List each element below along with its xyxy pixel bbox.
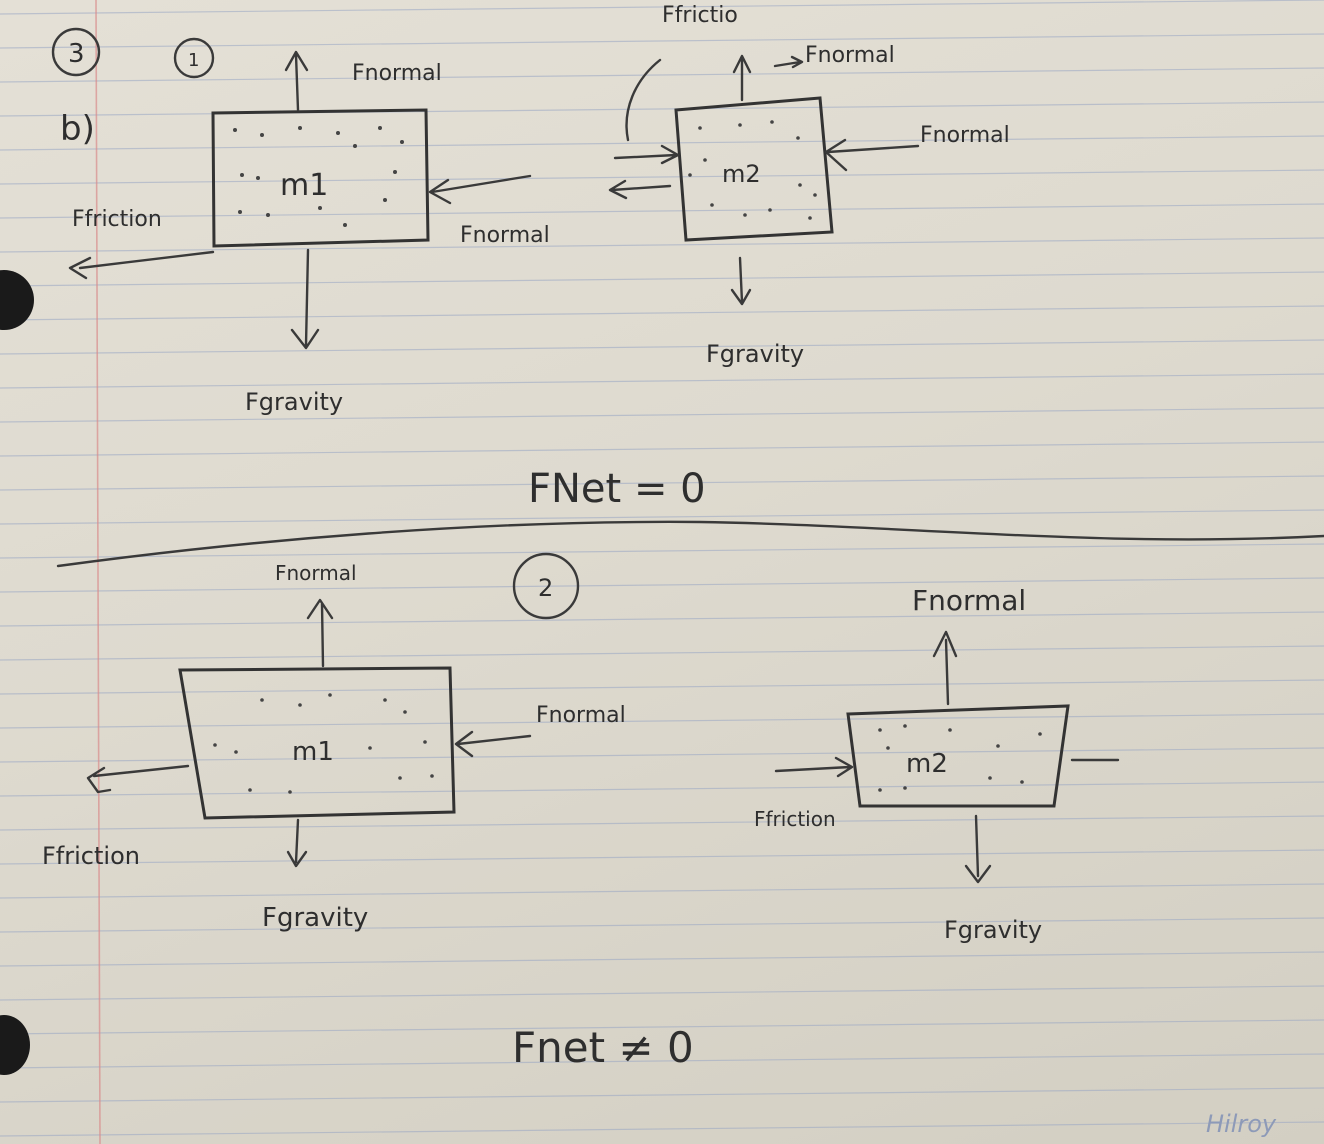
mass-label-m1: m1 [292,737,334,767]
label-friction: Ffriction [754,807,836,831]
rule-line [0,849,1324,865]
rule-line [0,0,1324,15]
arrow-normal-side [824,138,920,172]
margin-line [95,0,101,1144]
arrow-normal-side [428,174,532,205]
rule-line [0,1053,1324,1069]
case-1-result: FNet = 0 [528,466,706,512]
brand-watermark: Hilroy [1206,1110,1277,1138]
label-gravity: Fgravity [706,340,804,368]
rule-line [0,917,1324,933]
box-texture [213,693,434,794]
rule-line [0,781,1324,797]
case-1-m2-diagram: m2 Ffrictio Fnormal Fnormal Fgravity [608,3,1010,368]
label-normal-side: Fnormal [536,703,626,728]
label-gravity: Fgravity [944,916,1042,944]
rule-line [0,951,1324,967]
box-m2 [674,96,834,242]
rule-line [0,373,1324,389]
box-texture [688,120,817,220]
arrow-push-right [613,144,680,165]
arrow-gravity [290,248,320,350]
label-gravity: Fgravity [262,903,368,933]
label-normal-up: Fnormal [912,584,1026,617]
arrow-gravity [730,256,752,306]
rule-line [0,509,1324,525]
rule-line [0,815,1324,831]
section-divider [56,520,1324,568]
mass-label-m2: m2 [722,160,761,188]
label-gravity: Fgravity [245,388,343,416]
label-normal-side: Fnormal [920,123,1010,148]
rule-line [0,169,1324,185]
rule-line [0,475,1324,491]
problem-part: b) [60,109,95,149]
box-m2 [846,704,1070,808]
label-normal-up: Fnormal [275,561,357,585]
problem-number-circle [51,27,101,77]
rule-line [0,441,1324,457]
mass-label-m2: m2 [906,749,948,779]
box-texture [233,126,404,227]
arrow-normal-up [932,630,958,706]
rule-line [0,679,1324,695]
case-2-number-circle [512,552,580,620]
arrow-normal-up [732,54,804,102]
box-m1 [211,108,430,248]
label-normal-up: Fnormal [352,61,442,86]
rule-line [0,203,1324,219]
case-2-result: Fnet ≠ 0 [512,1023,694,1072]
problem-number: 3 [68,39,85,69]
binder-hole-bottom [0,1015,30,1075]
case-1-number-circle [173,37,215,79]
arrow-normal-side [454,730,532,758]
case-2-m1-diagram: m1 Fnormal Fnormal Ffriction Fgravity [42,561,626,933]
rule-line [0,33,1324,49]
arrow-normal-up [306,598,334,668]
rule-line [0,543,1324,559]
arrow-normal-up [284,50,309,112]
rule-line [0,645,1324,661]
case-2-number: 2 [538,574,553,602]
label-friction: Ffriction [72,207,162,232]
rule-line [0,577,1324,593]
rule-line [0,237,1324,253]
arrow-friction [774,756,854,778]
rule-line [0,611,1324,627]
rule-line [0,1087,1324,1103]
case-2-m2-diagram: m2 Fnormal Ffriction Fgravity [754,584,1120,944]
rule-line [0,883,1324,899]
friction-pointer [625,58,662,142]
binder-hole-top [0,270,34,330]
arrow-gravity [286,818,308,868]
arrow-friction [68,250,215,280]
rule-line [0,67,1324,83]
label-normal-up: Fnormal [805,43,895,68]
rule-line [0,713,1324,729]
label-friction-top: Ffrictio [662,3,738,28]
rule-line [0,985,1324,1001]
rule-line [0,1019,1324,1035]
arrow-friction [86,764,190,794]
case-1-number: 1 [188,50,199,71]
rule-line [0,1121,1324,1137]
arrow-gravity [964,814,992,884]
box-texture [878,724,1042,792]
arrow-push-left [608,179,672,200]
rule-line [0,101,1324,117]
rule-line [0,339,1324,355]
label-normal-side: Fnormal [460,223,550,248]
rule-line [0,747,1324,763]
label-friction: Ffriction [42,842,140,870]
mass-label-m1: m1 [280,168,328,203]
rule-line [0,305,1324,321]
rule-line [0,407,1324,423]
rule-line [0,271,1324,287]
case-1-m1-diagram: m1 Fnormal Fnormal Ffriction Fgravity [68,50,550,416]
box-m1 [178,666,456,820]
rule-line [0,135,1324,151]
